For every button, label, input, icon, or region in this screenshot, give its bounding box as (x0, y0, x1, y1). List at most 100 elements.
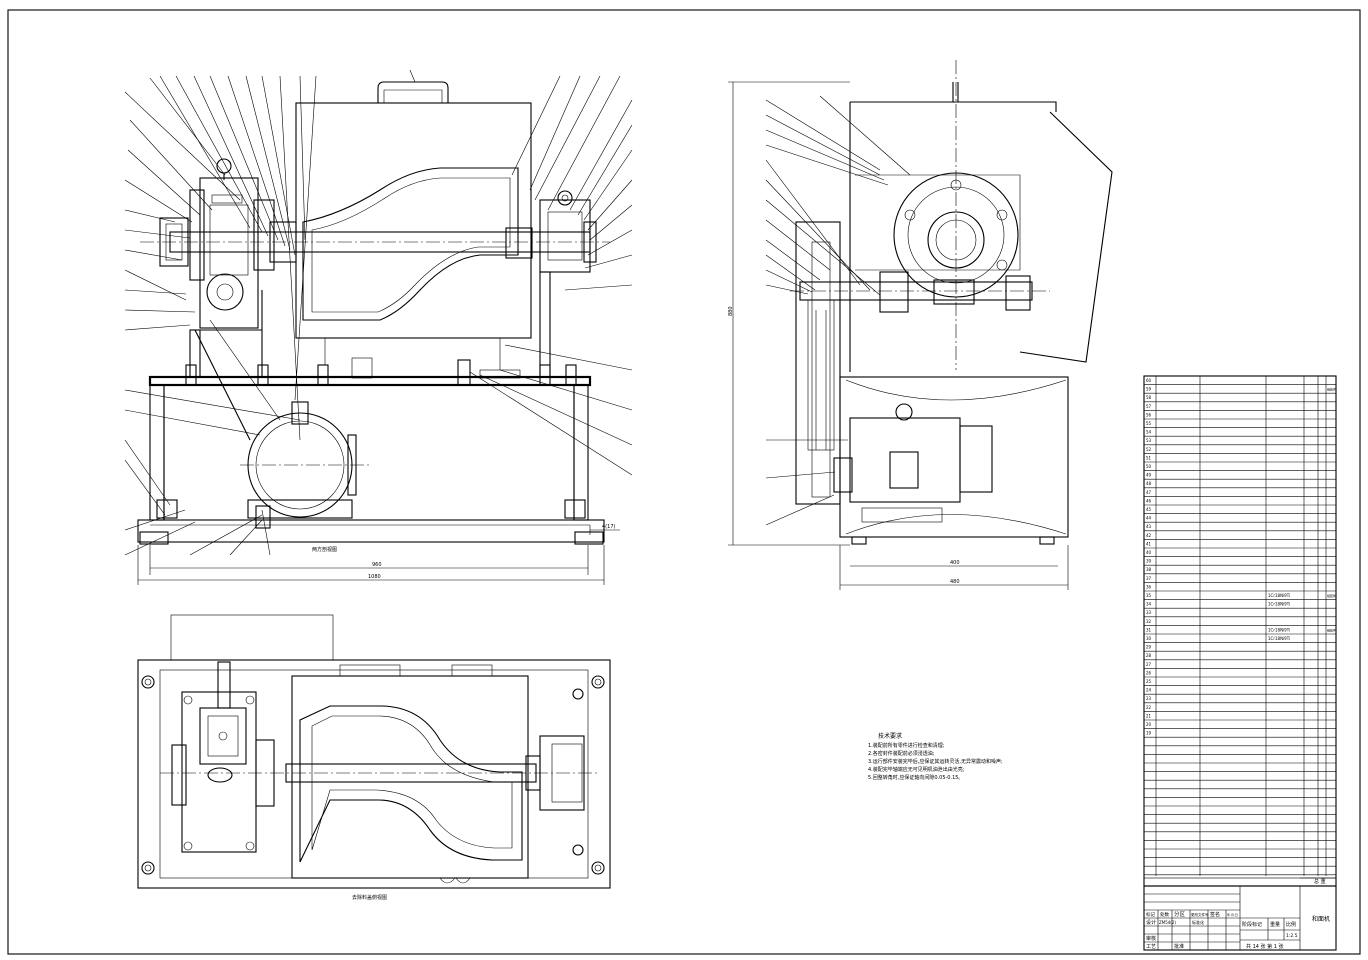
parts-remark: 组装件 (1327, 593, 1336, 598)
tb-process-label: 工艺 (1146, 944, 1156, 950)
front-view: 960 1080 4(17) 两方剖视图 (124, 69, 633, 585)
parts-material: 1Cr18Ni9Ti (1268, 627, 1290, 632)
parts-row-number: 44 (1146, 516, 1152, 521)
tb-designer-name: ZM54(2) (1159, 920, 1176, 925)
bowl-handle (377, 81, 449, 103)
tech-requirements: 技术要求 1.装配前所有零件进行检查和清理; 2.各密封件装配前必须浸透油; 3… (868, 732, 1003, 781)
parts-row-number: 37 (1146, 576, 1152, 581)
parts-row-number: 35 (1146, 593, 1152, 598)
parts-row-number: 20 (1146, 722, 1152, 727)
parts-material: 1Cr18Ni9Ti (1268, 636, 1290, 641)
tb-label: 标记 (1146, 911, 1155, 918)
gear-wheel (206, 273, 244, 311)
parts-row-number: 32 (1146, 619, 1152, 624)
top-view: 去除料盖俯视图 (137, 614, 611, 901)
parts-row-number: 26 (1146, 670, 1152, 675)
frame-base (137, 519, 605, 543)
parts-row-number: 23 (1146, 696, 1152, 701)
parts-row-number: 27 (1146, 662, 1152, 667)
top-view-cover-outline (170, 614, 334, 661)
dim-side-height: 880 (728, 306, 734, 316)
dim-side-inner: 400 (950, 560, 960, 566)
title-block: 标记 处数 分区 更改文件号 签名 年.月.日 设计 ZM54(2) 标准化 审… (1143, 877, 1337, 951)
parts-row-number: 29 (1146, 645, 1152, 650)
parts-material: 1Cr18Ni9Ti (1268, 602, 1290, 607)
tb-label: 分区 (1174, 910, 1186, 918)
parts-row-number: 40 (1146, 550, 1152, 555)
parts-row-number: 58 (1146, 395, 1152, 400)
side-view: 880 400 480 (728, 60, 1113, 590)
parts-row-number: 19 (1146, 731, 1152, 736)
parts-row-number: 39 (1146, 559, 1152, 564)
parts-row-number: 25 (1146, 679, 1152, 684)
front-dimensions (137, 525, 620, 585)
tb-designer-label: 设计 (1146, 919, 1156, 926)
parts-row-number: 59 (1146, 387, 1152, 392)
kneading-hook-inner (311, 177, 511, 313)
frame-top-rail (148, 375, 592, 387)
leader-lines-left (124, 69, 416, 556)
parts-row-number: 47 (1146, 490, 1152, 495)
tb-scale-value: 1:2.5 (1286, 933, 1298, 939)
dim-front-small: 4(17) (602, 524, 615, 530)
bowl-handle-inner (383, 89, 443, 103)
eye-bolt-left (216, 158, 232, 174)
tb-weight-label: 重量 (1270, 921, 1280, 928)
tb-scale-label: 比例 (1286, 921, 1296, 928)
parts-row-number: 50 (1146, 464, 1152, 469)
parts-row-number: 56 (1146, 412, 1152, 417)
side-gear-disc (893, 172, 1019, 298)
tb-label: 签名 (1210, 911, 1220, 918)
left-gearbox (199, 177, 259, 329)
top-view-base (137, 659, 611, 889)
tb-stage-label: 阶段标记 (1242, 921, 1262, 928)
dim-side-total: 480 (950, 579, 960, 585)
top-view-caption: 去除料盖俯视图 (352, 894, 387, 901)
tb-check-label: 审核 (1146, 935, 1156, 942)
parts-row-number: 41 (1146, 541, 1152, 546)
parts-row-number: 21 (1146, 713, 1152, 718)
tb-label: 处数 (1160, 911, 1169, 918)
side-base (839, 376, 1069, 538)
parts-row-number: 38 (1146, 567, 1152, 572)
tb-label: 年.月.日 (1227, 912, 1238, 917)
parts-row-number: 51 (1146, 455, 1152, 460)
parts-row-number: 43 (1146, 524, 1152, 529)
tech-req-item: 1.装配前所有零件进行检查和清理; (868, 742, 945, 749)
parts-row-number: 52 (1146, 447, 1152, 452)
parts-row-number: 45 (1146, 507, 1152, 512)
top-view-bowl (291, 675, 529, 879)
parts-row-number: 60 (1146, 378, 1152, 383)
parts-row-number: 46 (1146, 498, 1152, 503)
tb-label: 更改文件号 (1191, 912, 1209, 917)
parts-row-number: 48 (1146, 481, 1152, 486)
leader-lines-right (469, 75, 633, 476)
parts-row-number: 22 (1146, 705, 1152, 710)
right-bearing-housing (539, 199, 591, 273)
parts-row-number: 28 (1146, 653, 1152, 658)
parts-row-number: 42 (1146, 533, 1152, 538)
tilted-bowl (849, 101, 1113, 372)
tb-sheet-text: 共 14 张 第 1 张 (1246, 943, 1284, 950)
tech-req-item: 4.装配完毕轴端应无可见明机油泄出由光亮; (868, 766, 965, 773)
parts-row-number: 36 (1146, 584, 1152, 589)
parts-material: 1Cr18Ni9Ti (1268, 593, 1290, 598)
front-view-caption: 两方剖视图 (312, 546, 337, 553)
tech-req-item: 5.回整转角时,应保证轴向间隙0.05-0.15。 (868, 774, 963, 781)
dim-front-inner: 960 (372, 562, 382, 568)
parts-row-number: 33 (1146, 610, 1152, 615)
parts-row-number: 24 (1146, 688, 1152, 693)
tb-standard-label: 标准化 (1192, 919, 1204, 925)
dim-front-total: 1080 (368, 574, 381, 580)
parts-row-number: 30 (1146, 636, 1152, 641)
parts-row-number: 34 (1146, 602, 1152, 607)
eye-bolt-right (557, 190, 573, 206)
side-motor (849, 417, 961, 503)
total-weight-label: 总 重 (1314, 878, 1326, 885)
parts-row-number: 57 (1146, 404, 1152, 409)
parts-list: 6059585756555453525150494847464544434241… (1143, 375, 1337, 887)
belt-drive (795, 221, 841, 505)
tb-drawing-name: 和面机 (1312, 915, 1330, 923)
parts-row-number: 55 (1146, 421, 1152, 426)
